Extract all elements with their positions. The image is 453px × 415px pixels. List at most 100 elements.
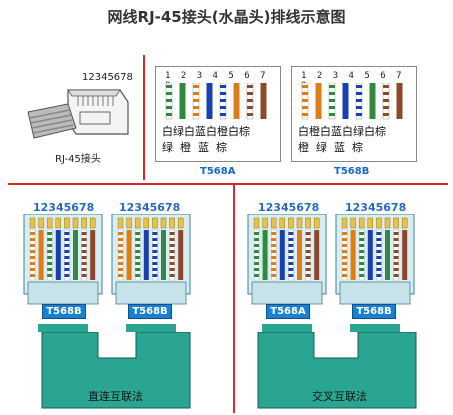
wire-1 bbox=[165, 83, 173, 120]
crossover-cable-label: 交叉互联法 bbox=[312, 390, 367, 403]
wire-8 bbox=[396, 83, 403, 119]
conn-wire-1 bbox=[117, 229, 124, 281]
wire-5 bbox=[219, 83, 227, 120]
straight-left-pin-numbers: 12345678 bbox=[33, 201, 95, 214]
contact-5 bbox=[64, 217, 70, 229]
connector-boot bbox=[339, 281, 411, 305]
crossover-cable bbox=[257, 332, 417, 409]
contact-6 bbox=[72, 217, 79, 229]
t568a-label: T568A bbox=[200, 166, 236, 177]
wire-7 bbox=[382, 83, 390, 120]
contact-7 bbox=[393, 217, 399, 229]
contact-3 bbox=[134, 217, 141, 229]
conn-wire-5 bbox=[288, 229, 294, 281]
divider-horizontal bbox=[8, 183, 448, 185]
conn-wire-7 bbox=[305, 229, 311, 281]
contact-1 bbox=[117, 217, 124, 229]
contact-4 bbox=[143, 217, 150, 229]
contact-8 bbox=[401, 217, 408, 229]
diagram-title: 网线RJ-45接头(水晶头)排线示意图 bbox=[107, 8, 346, 26]
t568b-wires bbox=[301, 83, 403, 120]
connector-cable-stub bbox=[38, 324, 88, 332]
t568b-color-line2: 橙 绿 蓝 棕 bbox=[298, 141, 363, 154]
conn-wire-1 bbox=[253, 229, 260, 281]
contact-6 bbox=[296, 217, 303, 229]
t568a-wiring-box: 1 2 3 4 5 6 7 8 白绿白蓝白橙白棕 绿 橙 蓝 棕 bbox=[155, 66, 281, 162]
conn-wire-6 bbox=[297, 230, 302, 280]
contact-5 bbox=[152, 217, 158, 229]
t568a-color-line2: 绿 橙 蓝 棕 bbox=[162, 141, 227, 154]
connector-cable-stub bbox=[126, 324, 176, 332]
conn-wire-7 bbox=[393, 229, 399, 281]
contact-2 bbox=[38, 217, 44, 229]
connector-boot bbox=[251, 281, 323, 305]
contact-7 bbox=[169, 217, 175, 229]
contact-3 bbox=[270, 217, 277, 229]
contact-1 bbox=[341, 217, 348, 229]
connector-cable-stub bbox=[262, 324, 312, 332]
divider-vertical-bottom bbox=[233, 185, 235, 413]
conn-wire-3 bbox=[134, 229, 141, 281]
conn-wire-5 bbox=[152, 229, 158, 281]
crossover-connectors bbox=[247, 214, 415, 332]
conn-wire-7 bbox=[81, 229, 87, 281]
conn-wire-2 bbox=[350, 230, 356, 280]
wire-1 bbox=[301, 83, 309, 120]
conn-wire-4 bbox=[367, 230, 373, 280]
conn-wire-6 bbox=[385, 230, 390, 280]
crossover-left-std-label: T568A bbox=[266, 304, 310, 319]
contact-2 bbox=[126, 217, 132, 229]
conn-wire-5 bbox=[64, 229, 70, 281]
t568a-color-line1: 白绿白蓝白橙白棕 bbox=[162, 125, 250, 138]
connector-body bbox=[335, 214, 415, 295]
wire-7 bbox=[246, 83, 254, 120]
divider-vertical-top bbox=[143, 55, 145, 180]
contact-6 bbox=[160, 217, 167, 229]
conn-wire-1 bbox=[29, 229, 36, 281]
t568b-color-line1: 白橙白蓝白绿白棕 bbox=[298, 125, 386, 138]
connector-body bbox=[111, 214, 191, 295]
straight-right-std-label: T568B bbox=[128, 304, 172, 319]
t568b-wiring-box: 1 2 3 4 5 6 7 8 白橙白蓝白绿白棕 橙 绿 蓝 棕 bbox=[291, 66, 417, 162]
plug-pin-numbers: 12345678 bbox=[82, 72, 133, 83]
wire-2 bbox=[179, 83, 186, 119]
straight-right-pin-numbers: 12345678 bbox=[119, 201, 181, 214]
conn-wire-8 bbox=[90, 230, 96, 280]
contact-4 bbox=[279, 217, 286, 229]
contact-4 bbox=[367, 217, 374, 229]
conn-wire-8 bbox=[314, 230, 320, 280]
contact-5 bbox=[376, 217, 382, 229]
contact-3 bbox=[46, 217, 53, 229]
connector-boot bbox=[27, 281, 99, 305]
wire-6 bbox=[233, 83, 240, 119]
conn-wire-3 bbox=[271, 229, 277, 281]
wire-5 bbox=[355, 83, 363, 120]
wire-6 bbox=[369, 83, 376, 119]
contact-2 bbox=[262, 217, 268, 229]
wire-4 bbox=[206, 83, 213, 119]
plug-label: RJ-45接头 bbox=[55, 154, 101, 165]
contact-8 bbox=[313, 217, 320, 229]
conn-wire-6 bbox=[73, 230, 78, 280]
contact-1 bbox=[29, 217, 36, 229]
conn-wire-2 bbox=[262, 230, 268, 280]
contact-7 bbox=[81, 217, 87, 229]
wire-2 bbox=[315, 83, 322, 119]
conn-wire-1 bbox=[341, 229, 348, 281]
contact-7 bbox=[305, 217, 311, 229]
conn-wire-6 bbox=[161, 230, 166, 280]
conn-wire-8 bbox=[402, 230, 408, 280]
crossover-left-pin-numbers: 12345678 bbox=[258, 201, 320, 214]
conn-wire-7 bbox=[169, 229, 175, 281]
contact-8 bbox=[177, 217, 184, 229]
contact-8 bbox=[89, 217, 96, 229]
crossover-right-std-label: T568B bbox=[352, 304, 396, 319]
connector-cable-stub bbox=[350, 324, 400, 332]
straight-left-std-label: T568B bbox=[42, 304, 86, 319]
conn-wire-4 bbox=[143, 230, 149, 280]
wire-3 bbox=[328, 83, 336, 120]
conn-wire-2 bbox=[38, 230, 44, 280]
rj45-plug-icon bbox=[27, 89, 129, 139]
straight-cable bbox=[41, 332, 191, 409]
contact-5 bbox=[288, 217, 294, 229]
